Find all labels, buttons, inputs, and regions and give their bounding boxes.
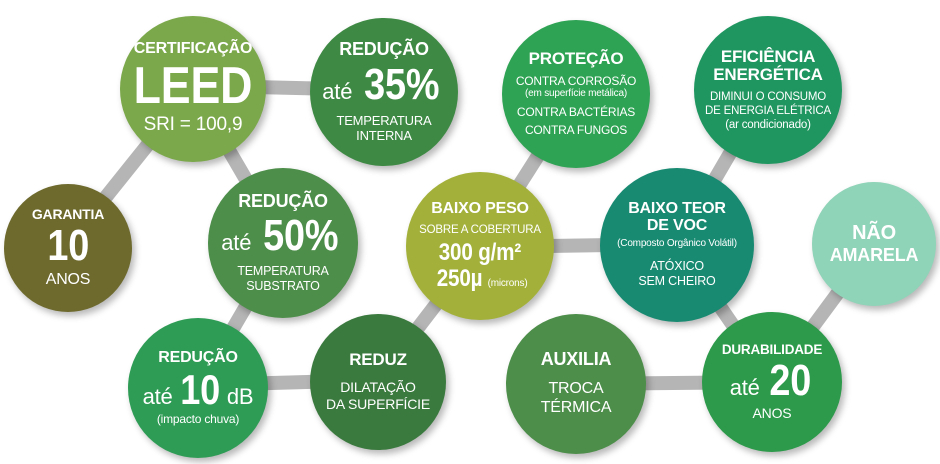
- reducao35-title: REDUÇÃO: [339, 38, 429, 59]
- bubble-baixo-peso: BAIXO PESO SOBRE A COBERTURA 300 g/m² 25…: [406, 172, 554, 320]
- reducao50-line1: TEMPERATURA: [237, 264, 329, 279]
- baixopeso-title: BAIXO PESO: [431, 199, 529, 217]
- reducao50-value: 50%: [263, 211, 339, 261]
- protecao-line4: CONTRA FUNGOS: [524, 123, 628, 138]
- durabilidade-title: DURABILIDADE: [721, 341, 823, 357]
- reducao10-value: 10: [179, 365, 220, 413]
- reducao10-unit: dB: [226, 383, 254, 409]
- eficiencia-title2: ENERGÉTICA: [713, 64, 823, 84]
- bubble-baixo-voc: BAIXO TEOR DE VOC (Composto Orgânico Vol…: [600, 168, 754, 322]
- eficiencia-line3: (ar condicionado): [725, 119, 811, 132]
- reducao10-sub: (impacto chuva): [156, 411, 240, 426]
- durabilidade-unit: ANOS: [752, 404, 792, 421]
- protecao-line1: CONTRA CORROSÃO: [515, 74, 637, 89]
- auxilia-title: AUXILIA: [540, 349, 612, 370]
- bubble-reducao-10db: REDUÇÃO até 10 dB (impacto chuva): [128, 318, 268, 458]
- garantia-unit: ANOS: [45, 270, 91, 288]
- voc-line1: (Composto Orgânico Volátil): [617, 238, 737, 250]
- voc-line2: ATÓXICO: [650, 258, 704, 273]
- voc-title2: DE VOC: [646, 217, 708, 235]
- eficiencia-line2: DE ENERGIA ELÉTRICA: [705, 105, 831, 118]
- auxilia-line1: TROCA: [548, 380, 604, 398]
- naoamarela-title2: AMARELA: [829, 245, 919, 266]
- bubble-eficiencia-energetica: EFICIÊNCIA ENERGÉTICA DIMINUI O CONSUMO …: [694, 16, 842, 164]
- bubble-durabilidade: DURABILIDADE até 20 ANOS: [702, 312, 842, 452]
- bubble-nao-amarela: NÃO AMARELA: [812, 182, 936, 306]
- reduz-title: REDUZ: [349, 350, 407, 370]
- reducao35-value: 35%: [364, 59, 440, 109]
- baixopeso-thickness: 250µ: [436, 265, 482, 293]
- protecao-title: PROTEÇÃO: [528, 49, 624, 69]
- reducao50-prefix: até: [221, 230, 252, 256]
- reducao35-line2: INTERNA: [356, 128, 412, 144]
- reducao50-line2: SUBSTRATO: [246, 279, 320, 294]
- leed-label: LEED: [133, 57, 253, 115]
- durabilidade-prefix: até: [729, 374, 760, 400]
- eficiencia-title1: EFICIÊNCIA: [720, 46, 816, 66]
- bubble-reduz: REDUZ DILATAÇÃO DA SUPERFÍCIE: [310, 314, 446, 450]
- garantia-title: GARANTIA: [31, 206, 105, 223]
- voc-line3: SEM CHEIRO: [638, 273, 716, 288]
- bubble-reducao-50: REDUÇÃO até 50% TEMPERATURA SUBSTRATO: [208, 168, 358, 318]
- reducao50-title: REDUÇÃO: [238, 190, 328, 211]
- baixopeso-line1: SOBRE A COBERTURA: [419, 223, 541, 236]
- bubble-garantia: GARANTIA 10 ANOS: [4, 184, 132, 312]
- reduz-line1: DILATAÇÃO: [340, 379, 416, 396]
- protecao-line2: (em superfície metálica): [525, 88, 627, 100]
- bubble-reducao-35: REDUÇÃO até 35% TEMPERATURA INTERNA: [310, 18, 458, 166]
- eficiencia-line1: DIMINUI O CONSUMO: [709, 91, 827, 104]
- durabilidade-value: 20: [769, 355, 811, 405]
- reducao10-prefix: até: [142, 383, 173, 409]
- sri-value: SRI = 100,9: [143, 114, 243, 135]
- garantia-value: 10: [47, 220, 89, 270]
- reducao35-line1: TEMPERATURA: [336, 112, 432, 128]
- baixopeso-unit: (microns): [487, 278, 528, 290]
- protecao-line3: CONTRA BACTÉRIAS: [516, 104, 636, 119]
- bubble-auxilia: AUXILIA TROCA TÉRMICA: [506, 314, 646, 454]
- certificacao-title: CERTIFICAÇÃO: [133, 40, 253, 58]
- voc-title1: BAIXO TEOR: [628, 200, 726, 218]
- baixopeso-weight: 300 g/m²: [438, 239, 522, 267]
- reducao35-prefix: até: [322, 78, 353, 104]
- bubble-protecao: PROTEÇÃO CONTRA CORROSÃO (em superfície …: [502, 20, 650, 168]
- auxilia-line2: TÉRMICA: [540, 399, 612, 417]
- naoamarela-title1: NÃO: [852, 222, 896, 245]
- bubble-certificacao-leed: CERTIFICAÇÃO LEED SRI = 100,9: [120, 16, 266, 162]
- reduz-line2: DA SUPERFÍCIE: [326, 395, 430, 412]
- reducao10-title: REDUÇÃO: [158, 348, 238, 366]
